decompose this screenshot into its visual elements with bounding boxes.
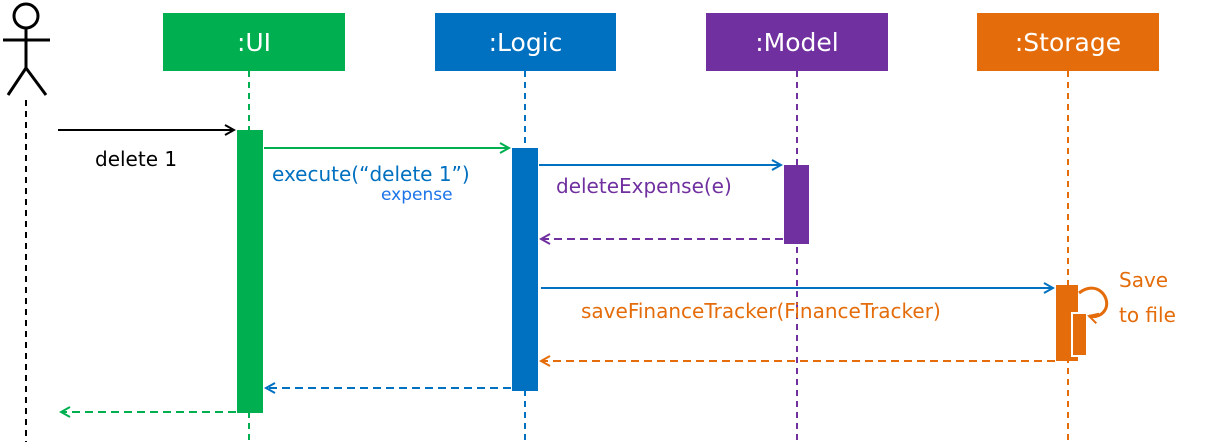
save-finance-tracker-label: saveFinanceTracker(FinanceTracker): [581, 299, 941, 323]
logic-activation-bar: [512, 148, 538, 391]
model-lifeline-label: :Model: [755, 27, 839, 57]
storage-self-activation-bar: [1071, 312, 1088, 357]
execute-label: execute(“delete 1”): [272, 162, 470, 186]
delete-expense-label: deleteExpense(e): [556, 174, 732, 198]
actor-icon: [3, 2, 50, 96]
ui-lifeline-box: :UI: [163, 13, 345, 71]
model-lifeline-box: :Model: [706, 13, 888, 71]
self-call-arrow: [1078, 286, 1109, 316]
storage-lifeline-label: :Storage: [1014, 27, 1122, 57]
ui-lifeline-label: :UI: [236, 27, 272, 57]
storage-lifeline-box: :Storage: [977, 13, 1159, 71]
save-to-file-label-line1: Save: [1119, 268, 1169, 292]
ui-activation-bar: [237, 130, 263, 413]
delete-command-label: delete 1: [95, 147, 178, 171]
expense-label: expense: [381, 185, 453, 205]
model-activation-bar: [784, 165, 809, 244]
logic-lifeline-label: :Logic: [488, 27, 563, 57]
logic-lifeline-box: :Logic: [435, 13, 616, 71]
save-to-file-label-line2: to file: [1119, 303, 1176, 327]
